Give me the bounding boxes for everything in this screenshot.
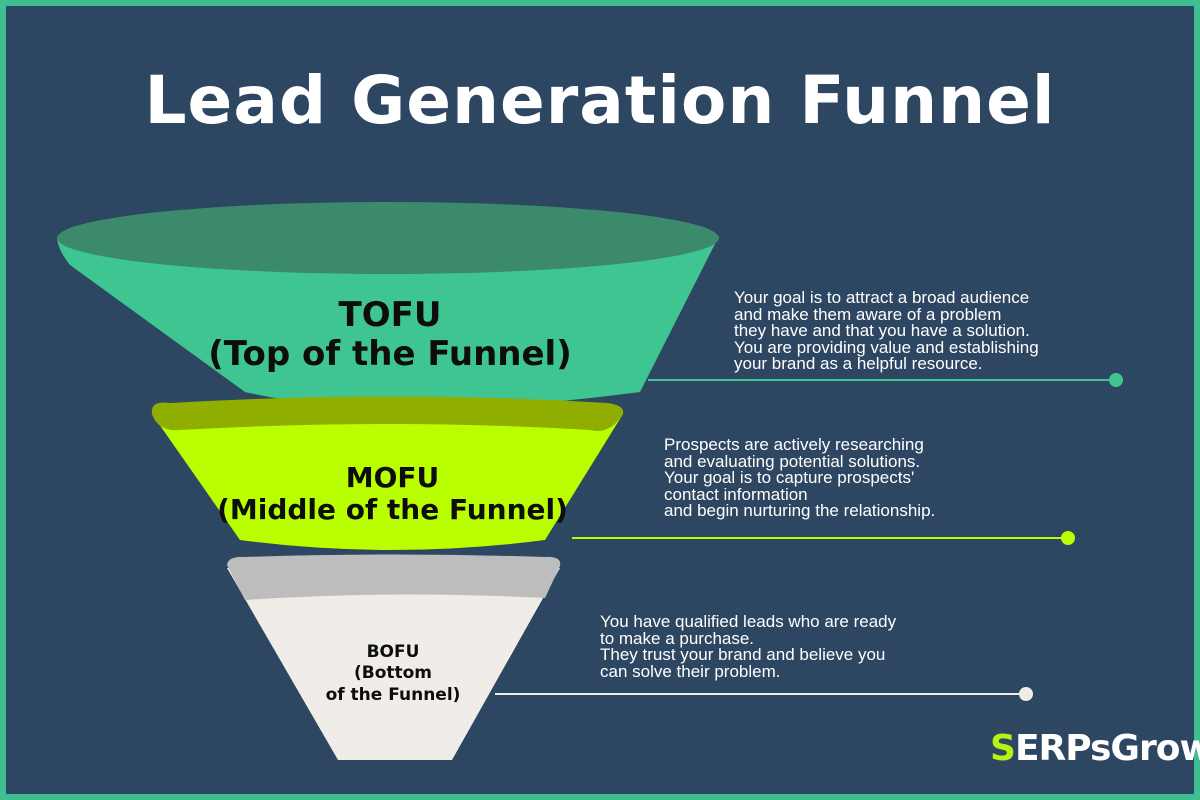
mofu-connector — [572, 531, 1075, 545]
page-title: Lead Generation Funnel — [144, 62, 1056, 139]
tofu-desc-line: You are providing value and establishing — [734, 337, 1039, 357]
bofu-description: You have qualified leads who are ready t… — [600, 612, 897, 681]
tofu-desc-line: Your goal is to attract a broad audience — [734, 288, 1030, 307]
mofu-segment — [151, 396, 624, 550]
bofu-rim — [227, 554, 561, 600]
background-panel — [6, 6, 1194, 794]
mofu-rim — [151, 396, 624, 431]
mofu-description: Prospects are actively researching and e… — [664, 435, 936, 520]
tofu-label: TOFU (Top of the Funnel) — [190, 295, 590, 375]
bofu-desc-line: to make a purchase. — [600, 628, 755, 648]
bofu-connector — [495, 687, 1033, 701]
mofu-desc-line: and begin nurturing the relationship. — [664, 501, 936, 520]
mofu-name: (Middle of the Funnel) — [217, 493, 568, 527]
mofu-desc-line: Prospects are actively researching — [664, 435, 924, 454]
bofu-label: BOFU (Bottom of the Funnel) — [293, 642, 493, 706]
tofu-desc-line: and make them aware of a problem — [734, 304, 1002, 324]
logo-first-letter: S — [990, 728, 1016, 769]
tofu-acronym: TOFU — [338, 295, 442, 335]
mofu-body — [152, 414, 623, 550]
mofu-desc-line: contact information — [664, 484, 808, 504]
bofu-name-line-1: (Bottom — [353, 663, 433, 684]
tofu-desc-line: they have and that you have a solution. — [734, 321, 1030, 340]
mofu-label: MOFU (Middle of the Funnel) — [200, 461, 585, 527]
tofu-description: Your goal is to attract a broad audience… — [734, 288, 1039, 373]
mofu-acronym: MOFU — [345, 461, 440, 494]
bofu-desc-line: You have qualified leads who are ready — [600, 612, 897, 631]
bofu-body — [227, 568, 560, 760]
mofu-desc-line: and evaluating potential solutions. — [664, 451, 921, 471]
logo-wordmark: ERPsGrowth — [1014, 728, 1200, 769]
tofu-name: (Top of the Funnel) — [208, 334, 572, 375]
bofu-segment — [227, 554, 561, 760]
tofu-rim — [57, 202, 719, 274]
tofu-desc-line: your brand as a helpful resource. — [734, 354, 983, 373]
tofu-segment — [57, 202, 719, 409]
serpsgrowth-logo: SERPsGrowth — [990, 728, 1200, 778]
mofu-desc-line: Your goal is to capture prospects' — [664, 468, 915, 487]
bofu-desc-line: They trust your brand and believe you — [600, 645, 886, 664]
tofu-body — [57, 238, 718, 405]
bofu-acronym: BOFU — [366, 642, 420, 662]
tofu-connector — [648, 373, 1123, 387]
bofu-desc-line: can solve their problem. — [600, 661, 781, 681]
bofu-name-line-2: of the Funnel) — [325, 684, 461, 705]
